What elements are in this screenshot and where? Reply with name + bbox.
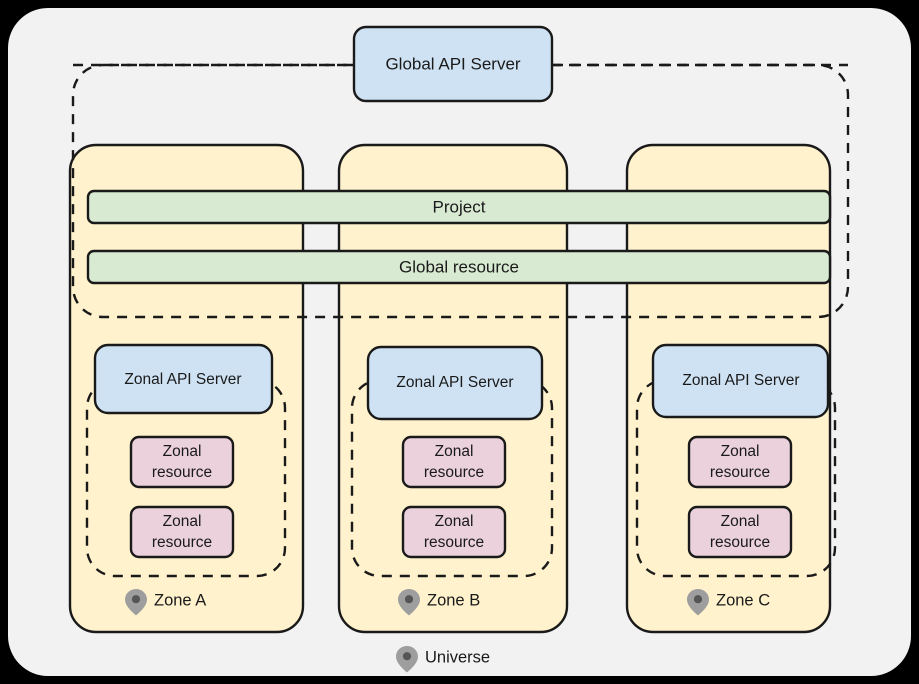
zone-b-resource-1-line1: Zonal <box>435 443 474 460</box>
zone-a-api-server-node[interactable]: Zonal API Server <box>93 343 274 415</box>
zone-a-api-server-box[interactable] <box>93 343 274 415</box>
zone-b-resource-2-line2: resource <box>424 534 484 551</box>
universe-pin-icon <box>396 646 418 673</box>
global-api-server-label: Global API Server <box>385 54 520 73</box>
global-resource-node[interactable]: Global resource <box>86 249 832 285</box>
zone-b-api-server-label: Zonal API Server <box>396 374 513 391</box>
zone-c-resource-1-box[interactable] <box>687 435 793 489</box>
zone-b-api-server-box[interactable] <box>366 345 544 421</box>
global-scope-items: Project Global resource <box>86 189 832 285</box>
project-label: Project <box>433 197 486 216</box>
zone-a-resource-2-node[interactable]: Zonal resource <box>129 505 235 559</box>
zone-c-api-server-label: Zonal API Server <box>682 372 799 389</box>
zone-b-resource-2-node[interactable]: Zonal resource <box>401 505 507 559</box>
zone-b-resource-1-box[interactable] <box>401 435 507 489</box>
zone-b-resource-2-line1: Zonal <box>435 513 474 530</box>
zone-c-resource-1-node[interactable]: Zonal resource <box>687 435 793 489</box>
zone-a-label: Zone A <box>154 591 206 609</box>
zone-c-label: Zone C <box>716 591 770 609</box>
zone-c-resource-1-line2: resource <box>710 464 770 481</box>
zone-c-resource-1-line1: Zonal <box>721 443 760 460</box>
zone-c-group: Zonal API Server Zonal resource Zonal re… <box>635 343 837 616</box>
project-node[interactable]: Project <box>86 189 832 225</box>
zone-c-resource-2-line2: resource <box>710 534 770 551</box>
zone-a-group: Zonal API Server Zonal resource Zonal re… <box>85 343 287 616</box>
zone-c-pin-icon <box>687 589 709 616</box>
global-scope-boundary <box>71 63 850 319</box>
zone-a-api-server-label: Zonal API Server <box>124 371 241 388</box>
zone-b-resource-2-box[interactable] <box>401 505 507 559</box>
zone-a-resource-1-box[interactable] <box>129 435 235 489</box>
global-resource-label: Global resource <box>399 257 519 276</box>
zone-a-resource-2-box[interactable] <box>129 505 235 559</box>
zone-b-resource-1-node[interactable]: Zonal resource <box>401 435 507 489</box>
zone-c-resource-2-box[interactable] <box>687 505 793 559</box>
zone-c-scope-boundary <box>635 378 837 578</box>
global-resource-bar[interactable] <box>86 249 832 285</box>
zone-c-resource-2-line1: Zonal <box>721 513 760 530</box>
zone-a-resource-2-line2: resource <box>152 534 212 551</box>
zone-c-api-server-node[interactable]: Zonal API Server <box>651 343 830 419</box>
zone-b-group: Zonal API Server Zonal resource Zonal re… <box>350 345 554 616</box>
zone-b-label: Zone B <box>427 591 480 609</box>
zone-a-resource-1-node[interactable]: Zonal resource <box>129 435 235 489</box>
project-bar[interactable] <box>86 189 832 225</box>
zone-b-api-server-node[interactable]: Zonal API Server <box>366 345 544 421</box>
zone-c-api-server-box[interactable] <box>651 343 830 419</box>
zone-c-resource-2-node[interactable]: Zonal resource <box>687 505 793 559</box>
universe-label: Universe <box>425 648 490 666</box>
zone-b-pin-icon <box>398 589 420 616</box>
zone-a-resource-1-line1: Zonal <box>163 443 202 460</box>
global-api-server-box[interactable] <box>352 25 554 103</box>
zone-a-scope-boundary <box>85 378 287 578</box>
zone-a-resource-1-line2: resource <box>152 464 212 481</box>
global-api-server-node[interactable]: Global API Server <box>352 25 554 103</box>
zone-b-resource-1-line2: resource <box>424 464 484 481</box>
zone-a-resource-2-line1: Zonal <box>163 513 202 530</box>
zone-a-pin-icon <box>125 589 147 616</box>
